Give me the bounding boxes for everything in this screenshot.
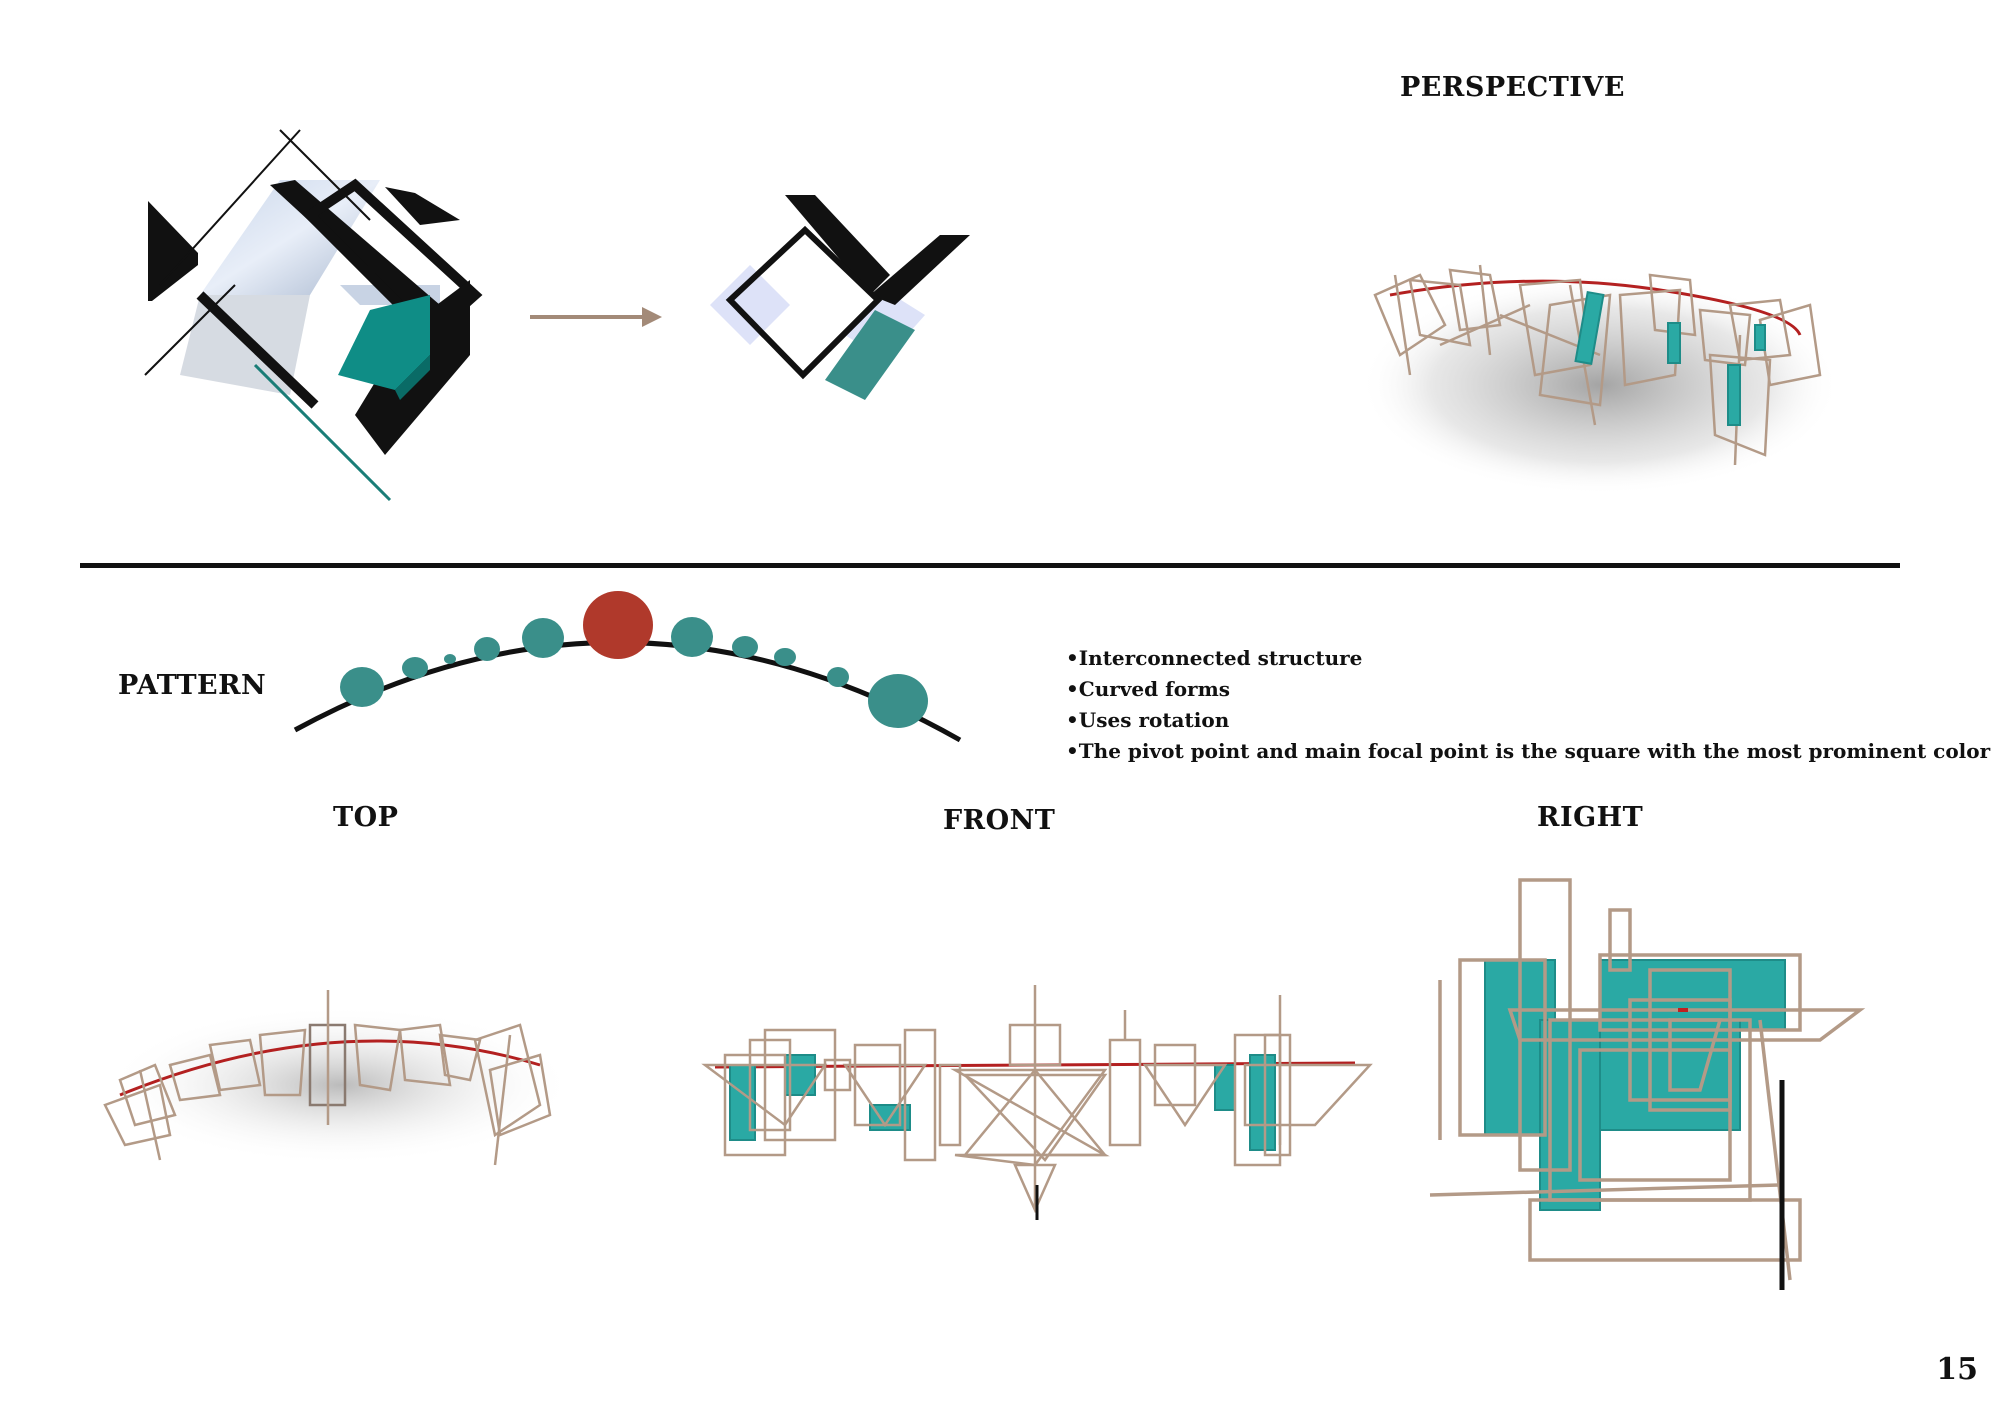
note-item: Uses rotation — [1066, 705, 1990, 736]
top-label: TOP — [333, 802, 399, 833]
pattern-circle — [444, 654, 456, 664]
pattern-circle — [671, 617, 713, 657]
front-view-render — [701, 985, 1373, 1220]
pattern-circle — [827, 667, 849, 687]
page-number: 15 — [1936, 1352, 1978, 1387]
note-item: Interconnected structure — [1066, 643, 1990, 674]
pattern-circle — [868, 674, 928, 728]
pattern-circle — [732, 636, 758, 658]
pattern-circle — [774, 648, 796, 666]
pattern-circle — [474, 637, 500, 661]
section-divider — [80, 563, 1900, 568]
abstract-composition — [710, 195, 970, 400]
right-view-render — [1429, 878, 1866, 1290]
top-view-render — [103, 990, 575, 1166]
pattern-notes: Interconnected structure Curved forms Us… — [1066, 643, 1990, 767]
pattern-circle — [340, 667, 384, 707]
note-item: Curved forms — [1066, 674, 1990, 705]
right-label: RIGHT — [1537, 802, 1644, 833]
perspective-label: PERSPECTIVE — [1400, 72, 1625, 103]
arrow-right-icon — [530, 307, 662, 327]
front-label: FRONT — [943, 805, 1056, 836]
focal-circle — [583, 591, 653, 659]
pattern-diagram — [293, 591, 962, 743]
pattern-circle — [402, 657, 428, 679]
pattern-circle — [522, 618, 564, 658]
note-item: The pivot point and main focal point is … — [1066, 736, 1990, 767]
pattern-label: PATTERN — [118, 670, 267, 701]
composition-collage — [144, 129, 483, 502]
perspective-render — [1360, 264, 1840, 495]
